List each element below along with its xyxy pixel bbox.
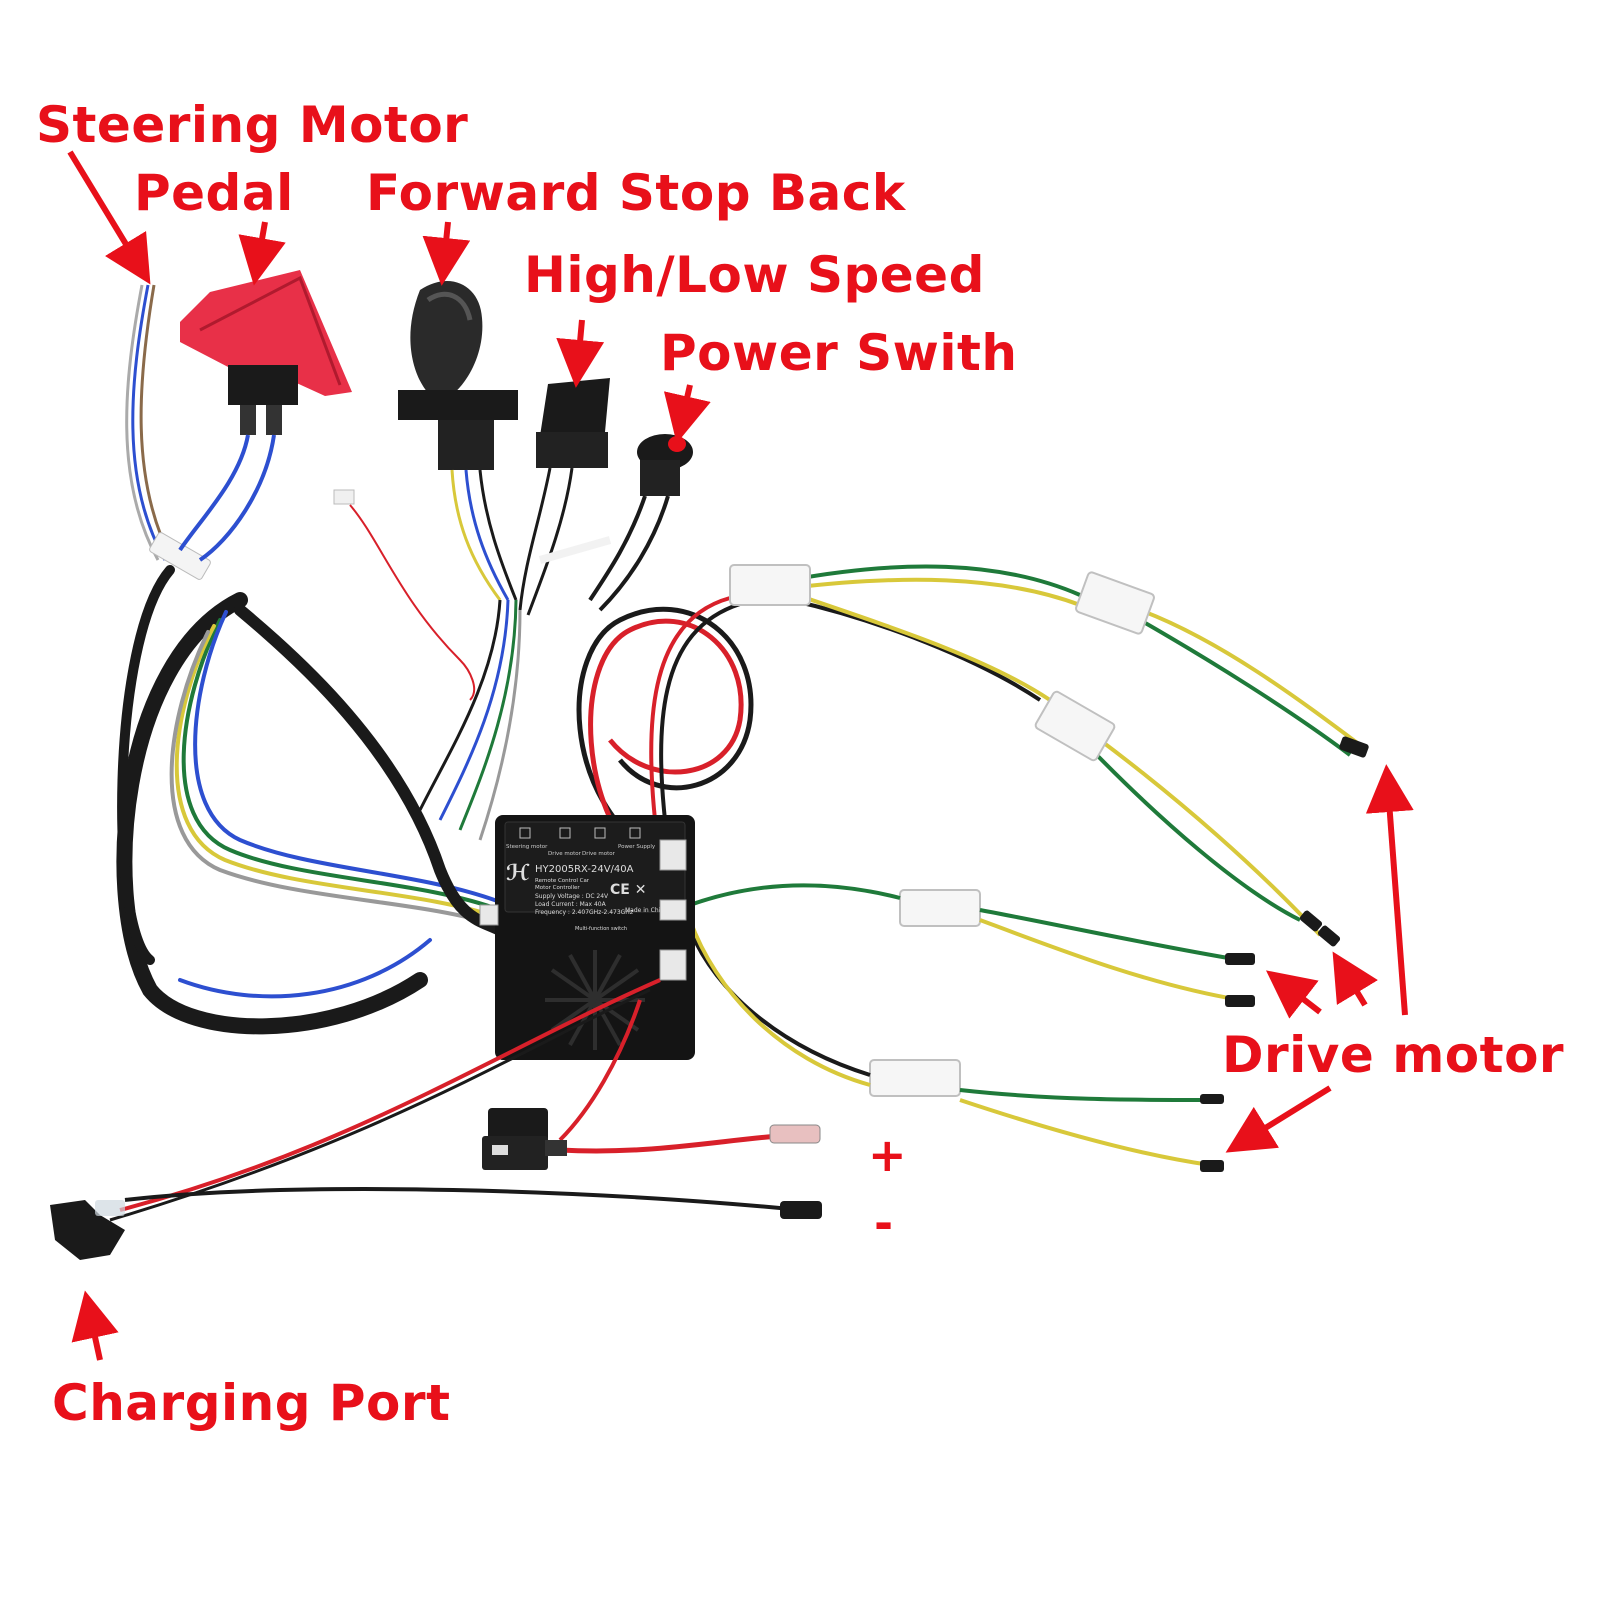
controller-load: Load Current : Max 40A (535, 901, 607, 908)
battery-leads (109, 978, 801, 1222)
label-minus: - (874, 1196, 894, 1250)
fuse-holder (482, 1108, 567, 1170)
main-harness (116, 565, 506, 1035)
controller-line1: Remote Control Car (535, 878, 590, 884)
drive-motor-wires-middle (688, 883, 1241, 1167)
shifter (398, 280, 518, 601)
drive-motor-wires-upper (789, 564, 1362, 937)
label-plus: + (868, 1128, 908, 1182)
controller-made: Made in China (625, 907, 668, 914)
pedal (178, 270, 352, 562)
power-loop (576, 596, 754, 873)
port-label-2: Drive motor (548, 851, 582, 857)
label-charging-port: Charging Port (52, 1374, 451, 1432)
callout-arrows (67, 150, 1414, 1361)
label-steering-motor: Steering Motor (36, 96, 469, 154)
controller-supply: Supply Voltage : DC 24V (535, 893, 609, 900)
controller-box: Steering motor Drive motor Drive motor P… (479, 815, 695, 1060)
controller-mode: Multi-function switch (575, 926, 627, 932)
speed-switch (518, 378, 610, 616)
controller-port-icons (519, 827, 641, 839)
label-power-switch: Power Swith (660, 324, 1018, 382)
port-label-1: Steering motor (506, 844, 548, 850)
steering-motor-wires (125, 284, 174, 561)
controller-model: HY2005RX-24V/40A (535, 864, 634, 875)
controller-freq: Frequency : 2.407GHz-2.473GHz (535, 909, 633, 916)
label-high-low-speed: High/Low Speed (524, 246, 985, 304)
steering-connector (149, 532, 211, 580)
label-pedal: Pedal (134, 164, 294, 222)
port-label-4: Power Supply (618, 844, 656, 850)
controller-logo: ℋ (506, 861, 530, 886)
label-drive-motor: Drive motor (1222, 1026, 1565, 1084)
switch-bundle (418, 599, 522, 841)
ce-mark-icon: CE ✕ (610, 882, 646, 898)
connectors (729, 564, 1155, 1097)
controller-line2: Motor Controller (535, 885, 580, 891)
label-forward-stop-back: Forward Stop Back (366, 164, 906, 222)
port-label-3: Drive motor (582, 851, 616, 857)
charging-port-plug (50, 1200, 125, 1260)
